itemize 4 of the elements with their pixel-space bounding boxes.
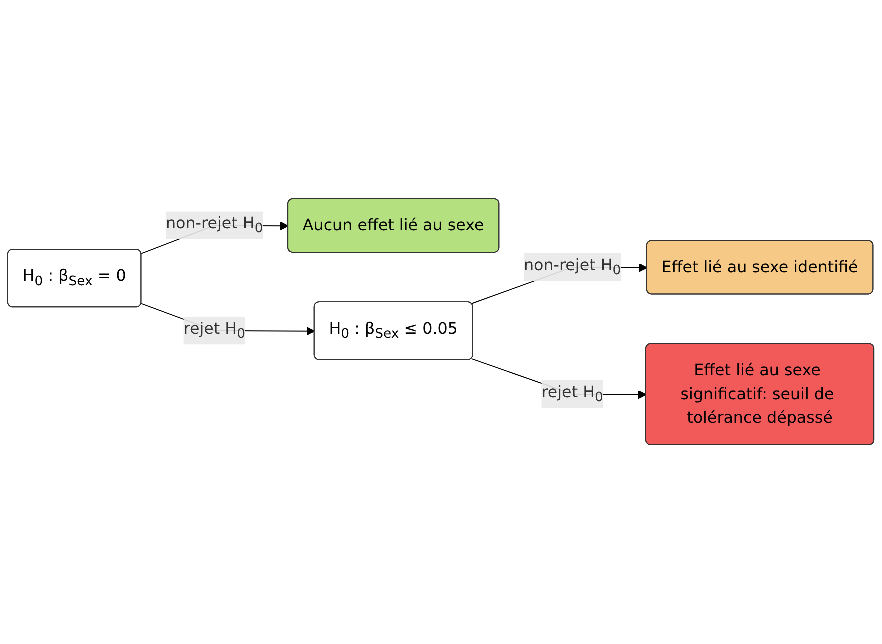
edge-label: rejet H$_{0}$ <box>542 382 604 406</box>
edge-label: non-rejet H$_{0}$ <box>166 214 264 237</box>
edge-label: non-rejet H$_{0}$ <box>524 256 622 279</box>
edge-label: rejet H$_{0}$ <box>184 318 246 342</box>
